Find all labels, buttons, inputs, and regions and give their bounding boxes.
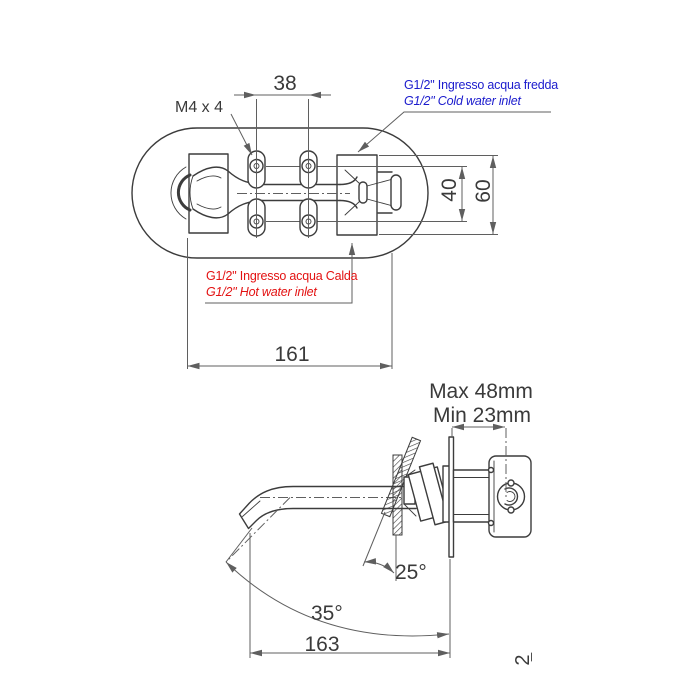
max-depth-label: Max 48mm xyxy=(429,380,533,403)
side-view-dimensions xyxy=(225,423,532,662)
cold-inlet-leader-line xyxy=(357,111,551,153)
hot-inlet-label-en: G1/2" Hot water inlet xyxy=(206,285,317,299)
handle-angle-label: 25° xyxy=(395,561,427,584)
spout-angle-label: 35° xyxy=(311,602,343,625)
valve-body xyxy=(452,469,491,523)
screw-leader-line xyxy=(230,113,253,156)
side-view-drawing xyxy=(225,436,532,563)
hot-inlet-leader-line xyxy=(205,243,356,304)
cold-inlet-label-en: G1/2" Cold water inlet xyxy=(404,94,521,108)
spout-outline xyxy=(238,485,417,530)
dim-38-label: 38 xyxy=(273,72,297,95)
top-view-dimensions xyxy=(187,91,551,370)
handle xyxy=(487,455,532,538)
dim-163-label: 163 xyxy=(304,633,340,656)
port-joint xyxy=(358,181,368,204)
screw-spec-label: M4 x 4 xyxy=(175,99,224,116)
dim-60-label: 60 xyxy=(472,179,495,203)
edge-note-label: 2 xyxy=(511,654,534,666)
top-view-body-drawing xyxy=(131,127,498,259)
cold-inlet-label-it: G1/2" Ingresso acqua fredda xyxy=(404,78,558,92)
hot-inlet-label-it: G1/2" Ingresso acqua Calda xyxy=(206,269,358,283)
dim-161-label: 161 xyxy=(274,343,310,366)
dim-40-label: 40 xyxy=(438,178,461,202)
left-mounting-block xyxy=(188,153,229,234)
min-depth-label: Min 23mm xyxy=(432,404,532,427)
inlet-port-face xyxy=(390,174,402,211)
